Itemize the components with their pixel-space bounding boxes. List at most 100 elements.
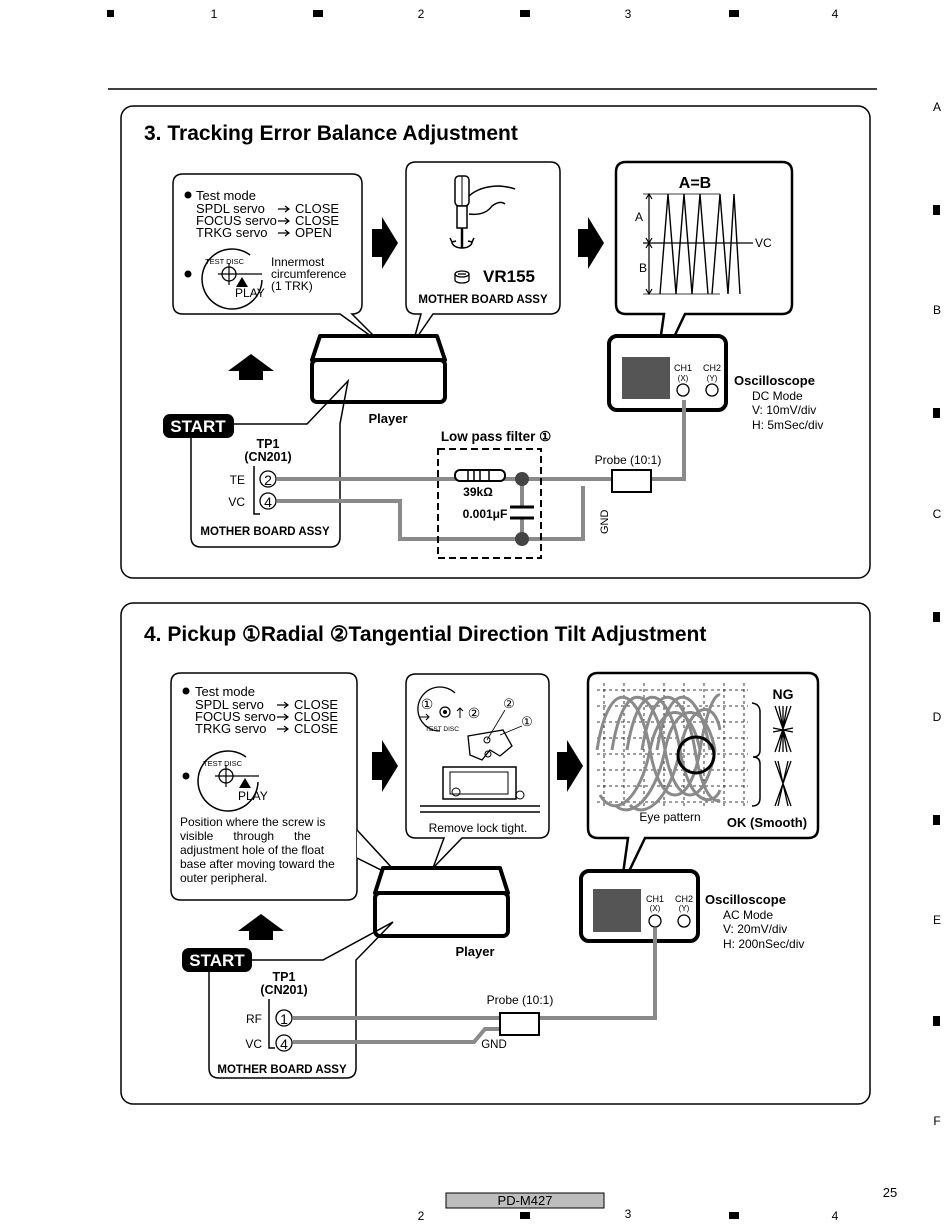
test-disc-icon (197, 750, 259, 812)
servo-name: FOCUS servo (196, 213, 277, 228)
board-label: MOTHER BOARD ASSY (217, 1064, 347, 1076)
start-badge (163, 414, 234, 438)
arrow-right-icon (278, 229, 290, 237)
arrow-right-icon (278, 217, 290, 225)
ch2-label: CH2 (675, 894, 693, 904)
test-mode-callout: Test mode SPDL servo FOCUS servo TRKG se… (172, 173, 383, 345)
ch2-connector (705, 383, 719, 397)
registration-mark (729, 10, 739, 17)
scope-title: Oscilloscope (734, 373, 815, 388)
servo-state: OPEN (295, 225, 332, 240)
ch2-sub-label: (Y) (707, 374, 718, 383)
model-name: PD-M427 (498, 1193, 553, 1208)
pin-te-number: 2 (264, 472, 272, 488)
column-number: 2 (418, 1209, 425, 1223)
arrow-right-icon (278, 205, 290, 213)
row-letter: A (933, 100, 941, 114)
ch1-sub-label: (X) (650, 904, 661, 913)
arrow-right-icon (277, 725, 289, 733)
section-title: 3. Tracking Error Balance Adjustment (144, 122, 518, 145)
connector-label: (CN201) (260, 983, 307, 997)
probe-icon (499, 1012, 540, 1036)
bullet (182, 772, 190, 780)
tp1-label: TP1 (257, 437, 280, 451)
servo-name: FOCUS servo (195, 709, 276, 724)
row-letter: E (933, 913, 941, 927)
ch1-sub-label: (X) (678, 374, 689, 383)
tp1-label: TP1 (273, 970, 296, 984)
screwdriver-hand-icon (449, 175, 516, 249)
wave-b-label: B (639, 261, 647, 275)
row-letter: D (933, 710, 942, 724)
servo-state: CLOSE (295, 201, 339, 216)
servo-state: CLOSE (294, 721, 338, 736)
flow-arrow-icon (557, 740, 583, 792)
column-number: 4 (832, 1209, 839, 1223)
registration-mark (933, 815, 940, 825)
gnd-label: GND (599, 510, 611, 535)
start-badge (182, 948, 252, 972)
tracking-error-waveform (659, 193, 741, 295)
connector-label: (CN201) (244, 450, 291, 464)
vr-adjust-callout: VR155 MOTHER BOARD ASSY (405, 161, 561, 344)
connector-bracket (253, 466, 260, 515)
row-letter: F (933, 1114, 940, 1128)
servo-name: TRKG servo (195, 721, 267, 736)
player-label: Player (368, 411, 407, 426)
resistor-icon (454, 469, 506, 482)
eye-opening-highlight (676, 735, 716, 775)
pin-rf-label: RF (246, 1012, 262, 1026)
gnd-wire (293, 1027, 510, 1044)
pin-te-label: TE (230, 473, 245, 487)
eye-pattern-label: Eye pattern (639, 810, 700, 824)
callout-bubble (405, 161, 561, 344)
bullet (184, 191, 192, 199)
board-label: MOTHER BOARD ASSY (418, 294, 548, 306)
probe-label: Probe (10:1) (595, 453, 662, 467)
probe-label: Probe (10:1) (487, 993, 554, 1007)
ch2-connector (677, 914, 691, 928)
test-disc-label: TEST DISC (205, 257, 245, 266)
waveform-title: A=B (679, 175, 711, 192)
row-letter: B (933, 303, 941, 317)
disc-position: Innermost (271, 255, 325, 269)
servo-name: TRKG servo (196, 225, 268, 240)
player-device (373, 866, 510, 938)
junction-node (515, 472, 529, 486)
arrow-right-icon (277, 713, 289, 721)
pin-number-circle (259, 492, 277, 510)
ch1-connector (676, 383, 690, 397)
scope-time: H: 200nSec/div (723, 937, 804, 951)
arrow-right-icon (277, 701, 289, 709)
model-box (445, 1192, 605, 1209)
column-number: 4 (832, 7, 839, 21)
note-line: base after moving toward the (180, 857, 335, 871)
servo-name: SPDL servo (196, 201, 265, 216)
ng-waveform-icon (772, 705, 794, 753)
section-frame (120, 602, 871, 1105)
pin-vc-label: VC (245, 1037, 262, 1051)
callout-bubble (170, 672, 358, 901)
filter-boundary (437, 448, 542, 559)
column-number: 3 (625, 1207, 632, 1221)
ch1-label: CH1 (646, 894, 664, 904)
bracket (751, 702, 761, 807)
ch2-sub-label: (Y) (679, 904, 690, 913)
registration-mark (933, 612, 940, 622)
probe-wire (539, 928, 657, 1020)
note-line: adjustment hole of the float (180, 843, 325, 857)
registration-mark (933, 205, 940, 215)
probe-wire (651, 400, 686, 481)
play-label: PLAY (235, 286, 265, 300)
callout-outline (190, 378, 350, 548)
section-4-tilt-adjustment: 4. Pickup ①Radial ②Tangential Direction … (120, 602, 871, 1105)
section-frame (120, 105, 871, 579)
pin-number-circle (259, 470, 277, 488)
servo-state: CLOSE (294, 697, 338, 712)
registration-mark (313, 10, 323, 17)
ok-waveform-icon (774, 760, 792, 807)
up-arrow-icon (228, 354, 274, 380)
note-line: outer peripheral. (180, 871, 267, 885)
ok-label: OK (Smooth) (727, 815, 807, 830)
